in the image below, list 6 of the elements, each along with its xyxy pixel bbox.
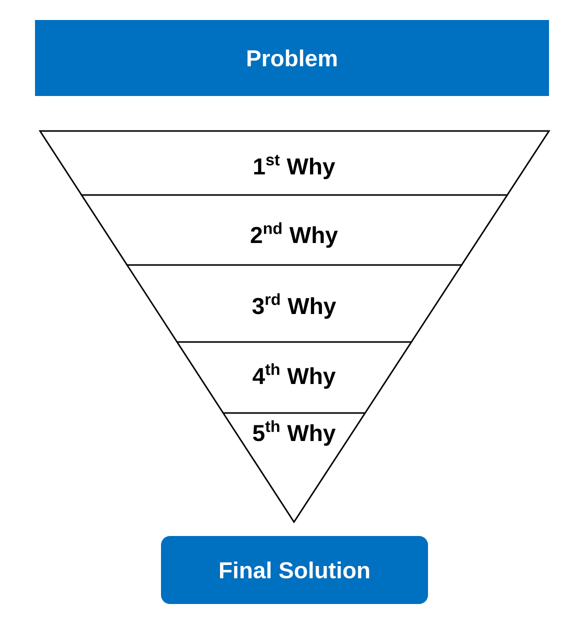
banner-box: Problem [35,20,549,96]
funnel-band: 1$^{st}$ Why [38,130,550,196]
funnel-band: 4$^{th}$ Why [176,341,413,414]
funnel-band: 3$^{rd}$ Why [126,264,463,342]
funnel-band: 2$^{nd}$ Why [80,194,509,266]
rounded-box: Final Solution [161,536,428,604]
